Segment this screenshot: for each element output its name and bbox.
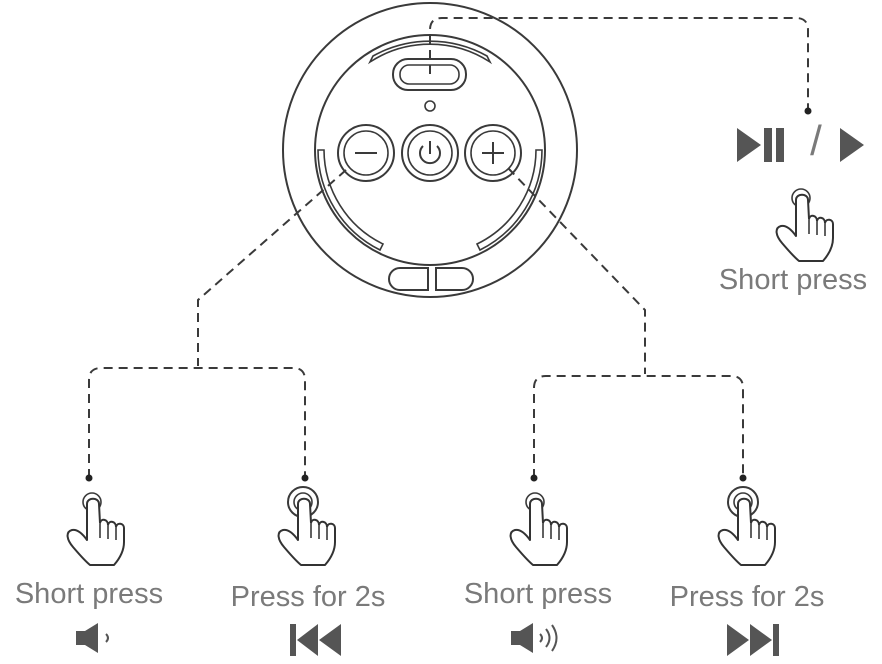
device-outer-ring <box>282 2 578 298</box>
finger-press-icon <box>775 188 834 262</box>
minus-short-press-label: Short press <box>15 578 163 610</box>
play-pause-group: / Short press <box>719 117 867 296</box>
left-light-arc <box>317 149 385 252</box>
bottom-left-foot <box>388 267 429 291</box>
finger-press-icon <box>509 492 568 566</box>
play-pause-separator: / <box>810 117 822 164</box>
top-light-arc <box>367 40 493 65</box>
connector-lines <box>85 17 812 482</box>
plus-button[interactable] <box>464 124 522 182</box>
minus-short-press-group: Short press <box>15 492 163 653</box>
minus-long-press-label: Press for 2s <box>231 581 386 613</box>
plus-short-press-group: Short press <box>464 492 612 653</box>
next-track-icon <box>727 624 779 656</box>
finger-press-icon <box>66 492 125 566</box>
play-short-press-label: Short press <box>719 264 867 296</box>
play-icon <box>840 128 864 162</box>
finger-press-icon <box>717 486 776 566</box>
indicator-led <box>424 100 436 112</box>
plus-long-press-label: Press for 2s <box>670 581 825 613</box>
minus-button[interactable] <box>337 124 395 182</box>
speaker-device <box>282 2 578 298</box>
plus-short-press-label: Short press <box>464 578 612 610</box>
power-icon <box>419 141 441 165</box>
play-pause-icon <box>737 128 784 162</box>
bottom-right-foot <box>435 267 474 291</box>
plus-icon <box>482 142 504 164</box>
top-function-button[interactable] <box>392 58 467 91</box>
minus-long-press-group: Press for 2s <box>231 486 386 656</box>
volume-down-icon <box>76 623 109 653</box>
previous-track-icon <box>290 624 341 656</box>
volume-up-icon <box>511 623 558 653</box>
finger-press-icon <box>277 486 336 566</box>
plus-long-press-group: Press for 2s <box>670 486 825 656</box>
right-light-arc <box>475 149 543 252</box>
power-button[interactable] <box>401 124 459 182</box>
